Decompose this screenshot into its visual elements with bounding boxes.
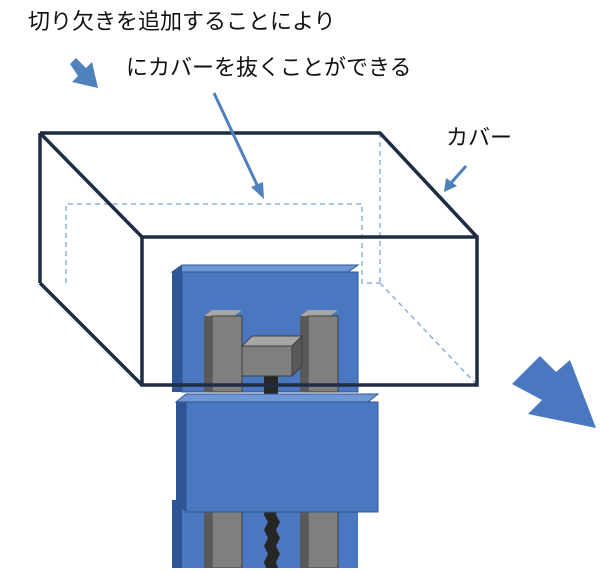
cover-label: カバー xyxy=(446,126,513,151)
carriage-front xyxy=(185,401,379,513)
carriage-side xyxy=(176,402,186,512)
annotation-pointer xyxy=(212,92,264,199)
nut-front xyxy=(241,345,293,377)
rail-left-lower xyxy=(211,504,243,569)
cover-hidden-edges xyxy=(65,133,478,386)
annotation-line-1: 切り欠きを追加することにより xyxy=(28,10,336,35)
slider-assembly xyxy=(170,264,380,569)
annotation-line-2: にカバーを抜くことができる xyxy=(126,56,412,81)
carriage-top xyxy=(174,393,380,403)
rail-right-side xyxy=(300,316,308,392)
rail-right-lower xyxy=(307,504,339,569)
rail-right xyxy=(307,315,339,393)
large-arrow-icon xyxy=(512,356,596,428)
rail-left xyxy=(211,315,243,393)
upper-block-top xyxy=(170,264,360,273)
rail-left-side xyxy=(204,316,212,392)
cover-outline xyxy=(38,131,479,387)
screw-lower xyxy=(264,505,280,568)
lower-base-side xyxy=(172,500,182,568)
rail-right-lower-side xyxy=(300,505,308,568)
rail-right-top xyxy=(300,310,338,316)
rail-left-lower-side xyxy=(204,505,212,568)
screw-upper xyxy=(264,372,278,394)
cover-pointer xyxy=(444,165,468,192)
hollow-arrow-icon xyxy=(70,58,98,88)
rail-left-top xyxy=(204,310,242,316)
upper-block-side xyxy=(172,265,182,392)
